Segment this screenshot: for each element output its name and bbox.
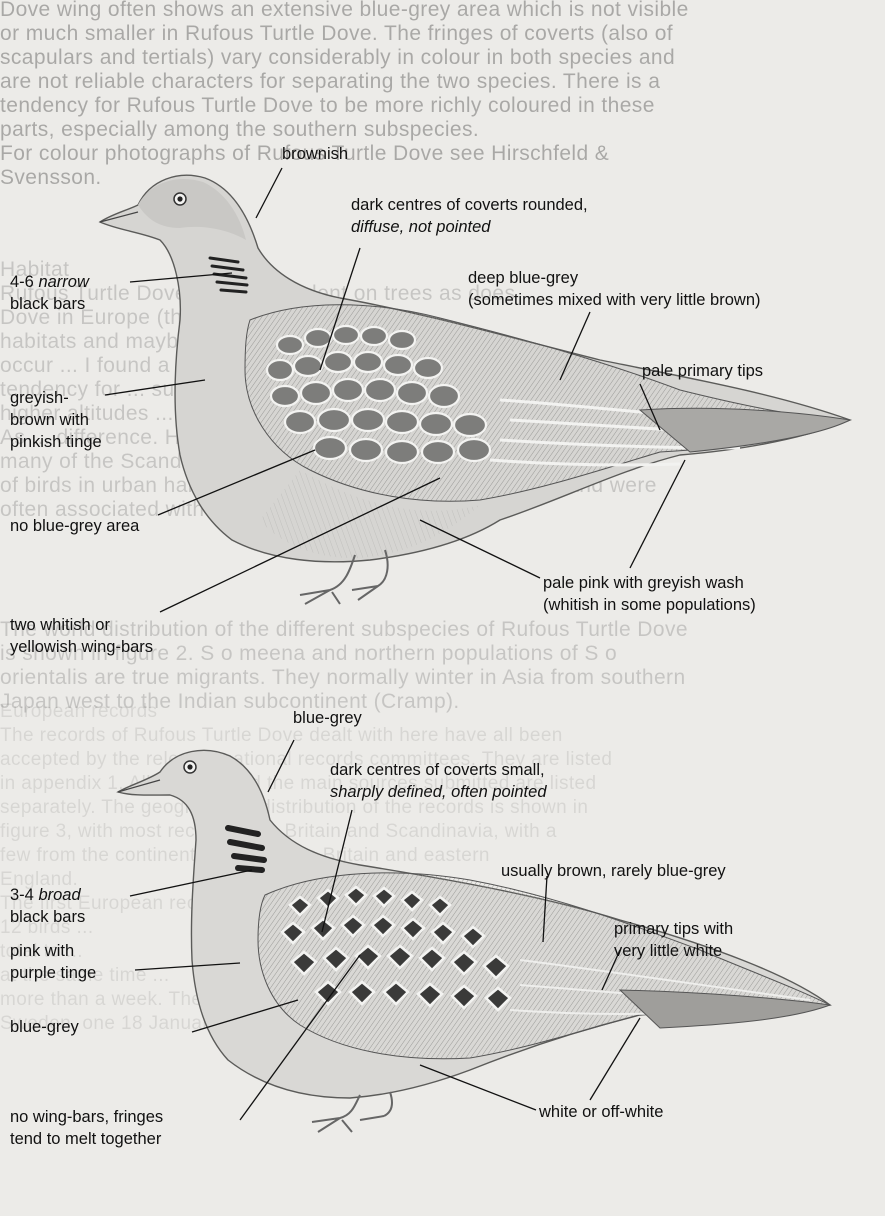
label-greyish-line1: greyish- — [10, 389, 69, 407]
label-no-wingbars-line2: tend to melt together — [10, 1130, 161, 1148]
label-no-wing-bars: no wing-bars, fringes tend to melt toget… — [10, 1106, 163, 1150]
label-no-wingbars-line1: no wing-bars, fringes — [10, 1108, 163, 1126]
label-upper-bars-word: narrow — [38, 273, 88, 291]
label-deep-blue-grey: deep blue-grey (sometimes mixed with ver… — [468, 267, 761, 311]
label-lower-bars-line2: black bars — [10, 908, 85, 926]
label-primary-tips-white: primary tips with very little white — [614, 918, 733, 962]
label-lower-coverts-line1: dark centres of coverts small, — [330, 761, 545, 779]
label-lower-coverts-line2: sharply defined, often pointed — [330, 783, 547, 801]
label-upper-bars-num: 4-6 — [10, 273, 34, 291]
label-primary-line1: primary tips with — [614, 920, 733, 938]
label-lower-bars-num: 3-4 — [10, 886, 34, 904]
label-pink-purple: pink with purple tinge — [10, 940, 96, 984]
label-pale-primary-tips: pale primary tips — [642, 360, 763, 382]
label-upper-coverts-line1: dark centres of coverts rounded, — [351, 196, 588, 214]
label-upper-coverts-line2: diffuse, not pointed — [351, 218, 490, 236]
label-lower-neck-bars: 3-4 broad black bars — [10, 884, 85, 928]
label-greyish-brown: greyish- brown with pinkish tinge — [10, 387, 102, 453]
label-wingbars-line2: yellowish wing-bars — [10, 638, 153, 656]
label-greyish-line2: brown with — [10, 411, 89, 429]
label-upper-neck-bars: 4-6 narrow black bars — [10, 271, 89, 315]
label-lower-coverts: dark centres of coverts small, sharply d… — [330, 759, 547, 803]
label-wingbars-line1: two whitish or — [10, 616, 110, 634]
label-blue-grey-head: blue-grey — [293, 707, 362, 729]
label-pink-line1: pale pink with greyish wash — [543, 574, 744, 592]
upper-dove-drawing — [100, 175, 850, 604]
label-pink-purple-line2: purple tinge — [10, 964, 96, 982]
label-no-blue-grey-area: no blue-grey area — [10, 515, 139, 537]
label-upper-coverts: dark centres of coverts rounded, diffuse… — [351, 194, 588, 238]
label-lower-bars-word: broad — [38, 886, 80, 904]
label-wing-bars: two whitish or yellowish wing-bars — [10, 614, 153, 658]
label-primary-line2: very little white — [614, 942, 722, 960]
label-deep-line2: (sometimes mixed with very little brown) — [468, 291, 761, 309]
label-pink-purple-line1: pink with — [10, 942, 74, 960]
label-blue-grey-belly: blue-grey — [10, 1016, 79, 1038]
label-upper-bars-line2: black bars — [10, 295, 85, 313]
label-deep-line1: deep blue-grey — [468, 269, 578, 287]
label-usually-brown: usually brown, rarely blue-grey — [501, 860, 726, 882]
label-pink-line2: (whitish in some populations) — [543, 596, 756, 614]
label-white-off-white: white or off-white — [539, 1101, 663, 1123]
label-pale-pink: pale pink with greyish wash (whitish in … — [543, 572, 756, 616]
label-brownish: brownish — [282, 143, 348, 165]
label-greyish-line3: pinkish tinge — [10, 433, 102, 451]
